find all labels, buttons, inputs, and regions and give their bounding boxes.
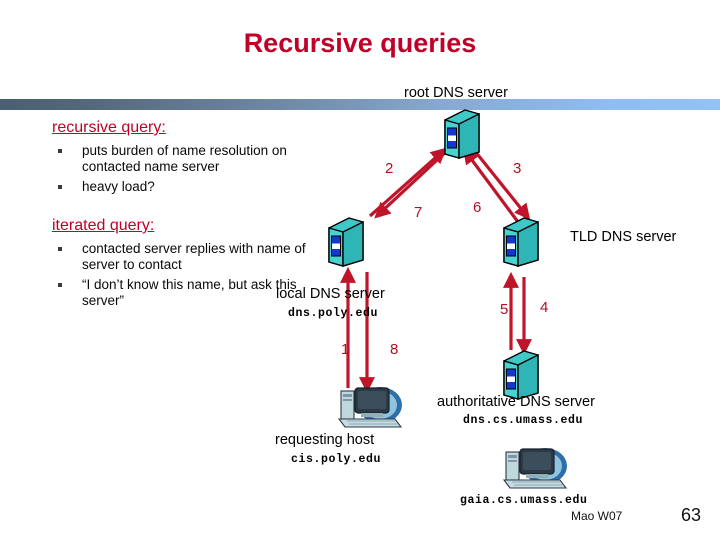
header-divider-bar [0, 99, 720, 110]
target-host-hostname: gaia.cs.umass.edu [460, 494, 588, 507]
iterated-query-block: iterated query: contacted server replies… [52, 216, 320, 309]
page-number: 63 [681, 505, 702, 525]
step-number-4: 4 [540, 299, 549, 316]
step-number-2: 2 [385, 160, 394, 177]
step-number-5: 5 [500, 301, 509, 318]
left-text-column: recursive query: puts burden of name res… [52, 118, 320, 313]
arrow-step-2 [368, 147, 447, 218]
step-number-7: 7 [414, 204, 423, 221]
authoritative-dns-server-hostname: dns.cs.umass.edu [463, 414, 584, 427]
root-dns-server-label: root DNS server [404, 85, 508, 101]
desktop-computer-icon-requesting-host [337, 387, 403, 428]
list-item: “I don’t know this name, but ask this se… [52, 277, 320, 309]
list-item: heavy load? [52, 179, 320, 195]
recursive-query-heading: recursive query: [52, 119, 166, 136]
recursive-query-bullets: puts burden of name resolution on contac… [52, 143, 320, 195]
step-number-3: 3 [513, 160, 522, 177]
requesting-host-label: requesting host [275, 432, 375, 448]
server-tower-icon-authoritative [503, 350, 539, 400]
page-title: Recursive queries [243, 28, 477, 58]
authoritative-dns-server-label: authoritative DNS server [437, 394, 595, 410]
server-tower-icon-root [444, 109, 480, 159]
iterated-query-heading: iterated query: [52, 217, 155, 234]
server-tower-icon-tld [503, 217, 539, 267]
list-item: contacted server replies with name of se… [52, 241, 320, 273]
step-number-1: 1 [341, 341, 350, 358]
iterated-query-bullets: contacted server replies with name of se… [52, 241, 320, 309]
step-number-6: 6 [473, 199, 482, 216]
local-dns-server-hostname: dns.poly.edu [288, 307, 379, 320]
tld-dns-server-label: TLD DNS server [570, 229, 677, 245]
requesting-host-hostname: cis.poly.edu [291, 453, 382, 466]
local-dns-server-label: local DNS server [276, 286, 385, 302]
footer-author: Mao W07 [571, 509, 623, 523]
step-number-8: 8 [390, 341, 399, 358]
list-item: puts burden of name resolution on contac… [52, 143, 320, 175]
recursive-query-block: recursive query: puts burden of name res… [52, 118, 320, 195]
server-tower-icon-local [328, 217, 364, 267]
desktop-computer-icon-target-host [502, 448, 568, 489]
